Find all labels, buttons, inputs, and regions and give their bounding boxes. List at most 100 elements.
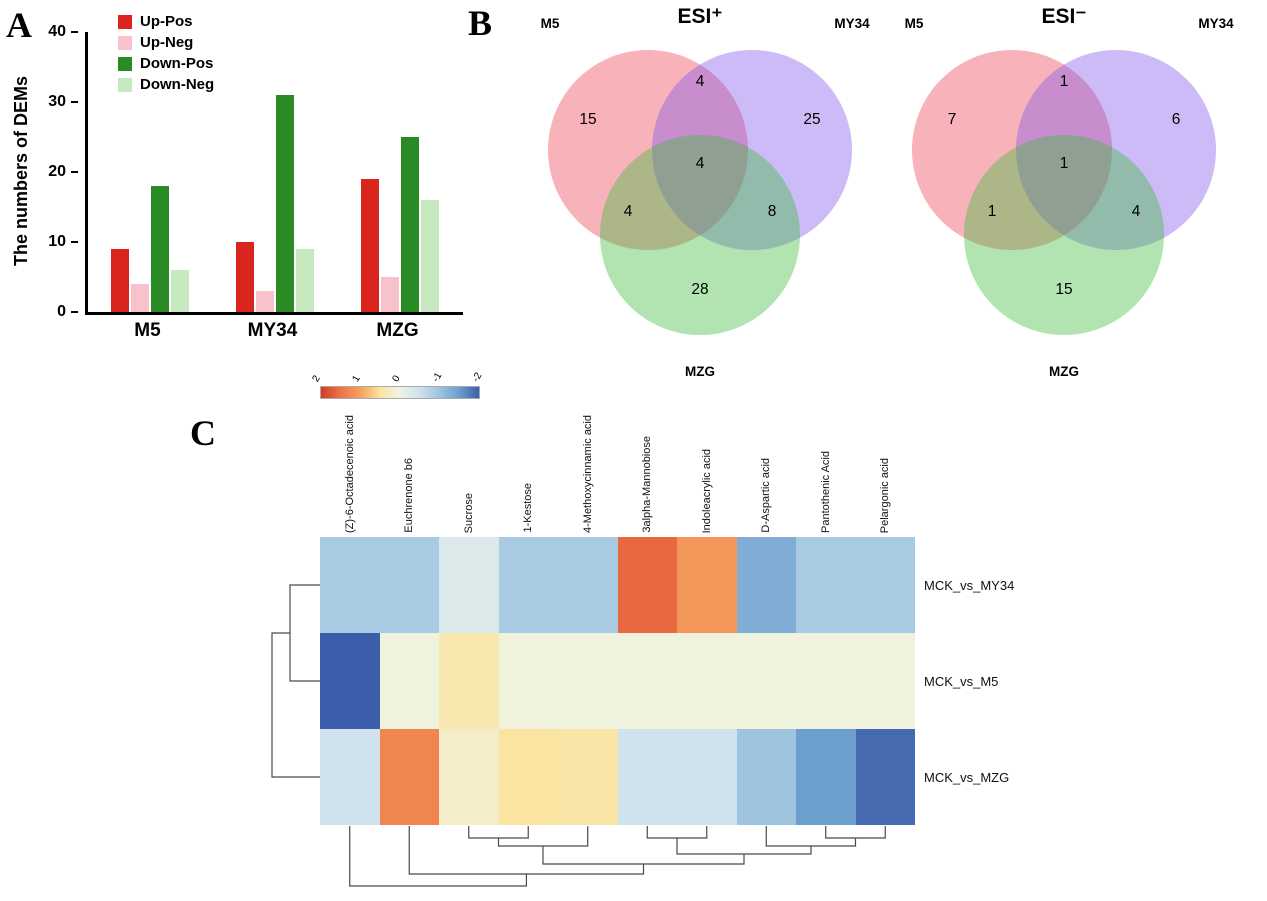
heatmap-cell-r2-c4 [558,729,618,825]
heatmap-column-label-box: Sucrose [439,408,499,533]
legend-item-down-neg: Down-Neg [118,76,214,93]
venn-count-m5-only: 15 [579,111,596,128]
heatmap-cell-r0-c8 [796,537,856,633]
venn-diagram-esi-positive: M5 MY34 MZG 15 25 4 4 4 8 28 [541,16,871,379]
heatmap-cell-r1-c8 [796,633,856,729]
heatmap-cell-r1-c9 [855,633,915,729]
venn-count-m5-my34: 4 [696,73,705,90]
venn-circle-m5 [548,50,748,250]
y-tick-label: 0 [57,303,66,320]
heatmap-cell-r1-c7 [736,633,796,729]
colorbar-tick-label: 1 [350,373,363,384]
legend-label: Up-Neg [140,34,194,51]
colorbar-tick-label: 2 [310,373,323,384]
x-category-label: MY34 [247,320,298,341]
panel-label-a: A [6,5,32,45]
heatmap-column-label: Indoleacrylic acid [700,448,713,533]
heatmap-column-label-box: Euchrenone b6 [380,408,440,533]
venn-circle-mzg [964,135,1164,335]
heatmap-cell-r2-c1 [379,729,439,825]
legend-label: Down-Pos [140,55,214,72]
bar-up-pos-my34 [235,242,254,312]
venn-esi-positive: ESI⁺ M5 MY34 MZG 15 25 4 4 4 8 28 [520,0,880,396]
venn-diagram-esi-negative: M5 MY34 MZG 7 6 1 1 1 4 15 [905,16,1235,379]
heatmap-cell-r2-c0 [320,729,380,825]
heatmap-cell-r0-c3 [498,537,558,633]
heatmap-column-label-box: 4-Methoxycinnamic acid [558,408,618,533]
legend-swatch [118,77,132,92]
heatmap-cell-r2-c6 [677,729,737,825]
bar-up-pos-mzg [360,179,379,312]
heatmap-cell-r0-c2 [439,537,499,633]
heatmap-column-label: Euchrenone b6 [403,458,416,533]
y-tick-label: 20 [48,163,66,180]
venn-set-label-m5: M5 [541,16,560,31]
heatmap-cell-r1-c1 [379,633,439,729]
heatmap-row-label: MCK_vs_MY34 [924,577,1015,593]
heatmap-cell-r0-c9 [855,537,915,633]
heatmap-cell-r2-c7 [736,729,796,825]
venn-title-esi-positive: ESI⁺ [677,5,723,28]
heatmap-column-label-box: Indoleacrylic acid [677,408,737,533]
colorbar-tick-label: -1 [430,370,445,384]
colorbar-tick-label: -2 [470,370,485,384]
venn-set-label-my34: MY34 [834,16,870,31]
bar-up-neg-m5 [130,284,149,312]
heatmap-cell-r1-c3 [498,633,558,729]
heatmap-cell-r2-c2 [439,729,499,825]
panel-label-b: B [468,3,493,43]
heatmap-column-label-box: (Z)-6-Octadecenoic acid [320,408,380,533]
venn-count-my34-mzg: 8 [768,203,777,220]
heatmap-cell-r0-c4 [558,537,618,633]
heatmap-cell-r0-c0 [320,537,380,633]
heatmap-cell-r2-c3 [498,729,558,825]
legend-swatch [118,35,132,50]
venn-set-label-mzg: MZG [685,364,715,379]
heatmap-column-label: (Z)-6-Octadecenoic acid [343,415,356,533]
heatmap-column-label-box: Pantothenic Acid [796,408,856,533]
y-tick-mark [71,240,78,243]
heatmap-column-label-box: D-Aspartic acid [737,408,797,533]
venn-count-my34-only: 25 [803,111,820,128]
venn-count-my34-only: 6 [1172,111,1181,128]
venn-set-label-mzg: MZG [1049,364,1079,379]
bar-down-pos-m5 [150,186,169,312]
colorbar-tick-label: 0 [390,373,403,384]
venn-count-m5-my34: 1 [1060,73,1069,90]
heatmap-grid [320,537,915,825]
colorbar-gradient [320,386,480,399]
bar-down-pos-my34 [275,95,294,312]
bar-down-neg-my34 [295,249,314,312]
heatmap-cell-r2-c9 [855,729,915,825]
venn-circle-my34 [652,50,852,250]
heatmap-column-label-box: 3alpha-Mannobiose [618,408,678,533]
heatmap-column-label: Pantothenic Acid [819,451,832,533]
venn-title-esi-negative: ESI⁻ [1041,5,1087,28]
heatmap-column-label-box: Pelargonic acid [856,408,916,533]
venn-count-m5-mzg: 4 [624,203,633,220]
heatmap-row-label: MCK_vs_MZG [924,769,1010,785]
venn-count-all-three: 1 [1060,155,1069,172]
venn-circle-mzg [600,135,800,335]
heatmap-column-label-box: 1-Kestose [499,408,559,533]
legend-item-up-pos: Up-Pos [118,13,214,30]
venn-esi-negative: ESI⁻ M5 MY34 MZG 7 6 1 1 1 4 15 [884,0,1244,396]
row-dendrogram [271,584,320,778]
heatmap-column-label: 1-Kestose [522,483,535,533]
panel-label-c: C [190,413,216,453]
legend-swatch [118,14,132,29]
y-tick-mark [71,310,78,313]
venn-circle-m5 [912,50,1112,250]
venn-count-my34-mzg: 4 [1132,203,1141,220]
y-tick-mark [71,170,78,173]
legend-label: Down-Neg [140,76,215,93]
legend-label: Up-Pos [140,13,193,30]
venn-count-m5-only: 7 [948,111,957,128]
venn-count-m5-mzg: 1 [988,203,997,220]
heatmap-cell-r2-c8 [796,729,856,825]
heatmap-cell-r0-c1 [379,537,439,633]
y-tick-label: 40 [48,23,66,40]
